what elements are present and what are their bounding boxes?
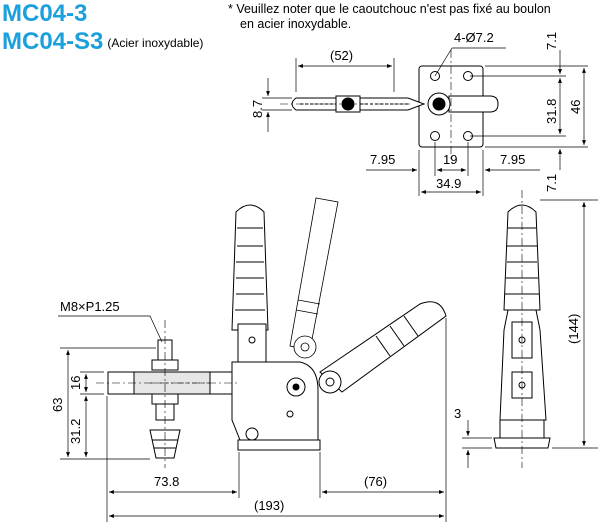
model-title-2: MC04-S3(Acier inoxydable) bbox=[2, 30, 203, 57]
clamp-body bbox=[231, 361, 319, 441]
dim-7-1-top: 7.1 bbox=[544, 32, 559, 50]
thread-spec: M8×P1.25 bbox=[60, 299, 120, 314]
dim-144: (144) bbox=[566, 314, 581, 344]
dim-52: (52) bbox=[330, 48, 353, 63]
note-line-2: en acier inoxydable. bbox=[240, 17, 352, 31]
mount-hole bbox=[430, 71, 440, 81]
note-line-1: * Veuillez noter que le caoutchouc n'est… bbox=[228, 2, 551, 16]
front-view bbox=[462, 190, 598, 468]
dim-193: (193) bbox=[254, 498, 284, 513]
material-note: (Acier inoxydable) bbox=[107, 36, 204, 50]
dim-8-7: 8.7 bbox=[250, 100, 265, 118]
dim-7-1-bottom: 7.1 bbox=[544, 174, 559, 192]
dim-7-95-left: 7.95 bbox=[370, 152, 395, 167]
dim-3: 3 bbox=[454, 406, 461, 421]
dim-16: 16 bbox=[68, 376, 83, 390]
mount-hole bbox=[430, 131, 440, 141]
model-title-2-text: MC04-S3 bbox=[2, 28, 104, 55]
top-pivot-core bbox=[432, 97, 446, 111]
model-title-1: MC04-3 bbox=[2, 0, 88, 27]
ghost-handle bbox=[289, 197, 339, 359]
dim-46: 46 bbox=[568, 100, 583, 114]
side-view bbox=[58, 197, 447, 522]
tilted-grip bbox=[318, 301, 447, 394]
top-handle bbox=[448, 95, 499, 113]
dim-hole-spec: 4-Ø7.2 bbox=[454, 30, 494, 45]
dim-34-9: 34.9 bbox=[436, 176, 461, 191]
dim-19: 19 bbox=[443, 152, 457, 167]
vertical-grip bbox=[231, 204, 269, 365]
dim-31-2: 31.2 bbox=[68, 419, 83, 444]
dim-76: (76) bbox=[364, 474, 387, 489]
dim-73-8: 73.8 bbox=[154, 474, 179, 489]
dim-31-8: 31.8 bbox=[544, 99, 559, 124]
side-base bbox=[237, 439, 321, 451]
dim-63: 63 bbox=[50, 398, 65, 412]
top-view bbox=[262, 47, 588, 196]
dim-7-95-right: 7.95 bbox=[500, 152, 525, 167]
